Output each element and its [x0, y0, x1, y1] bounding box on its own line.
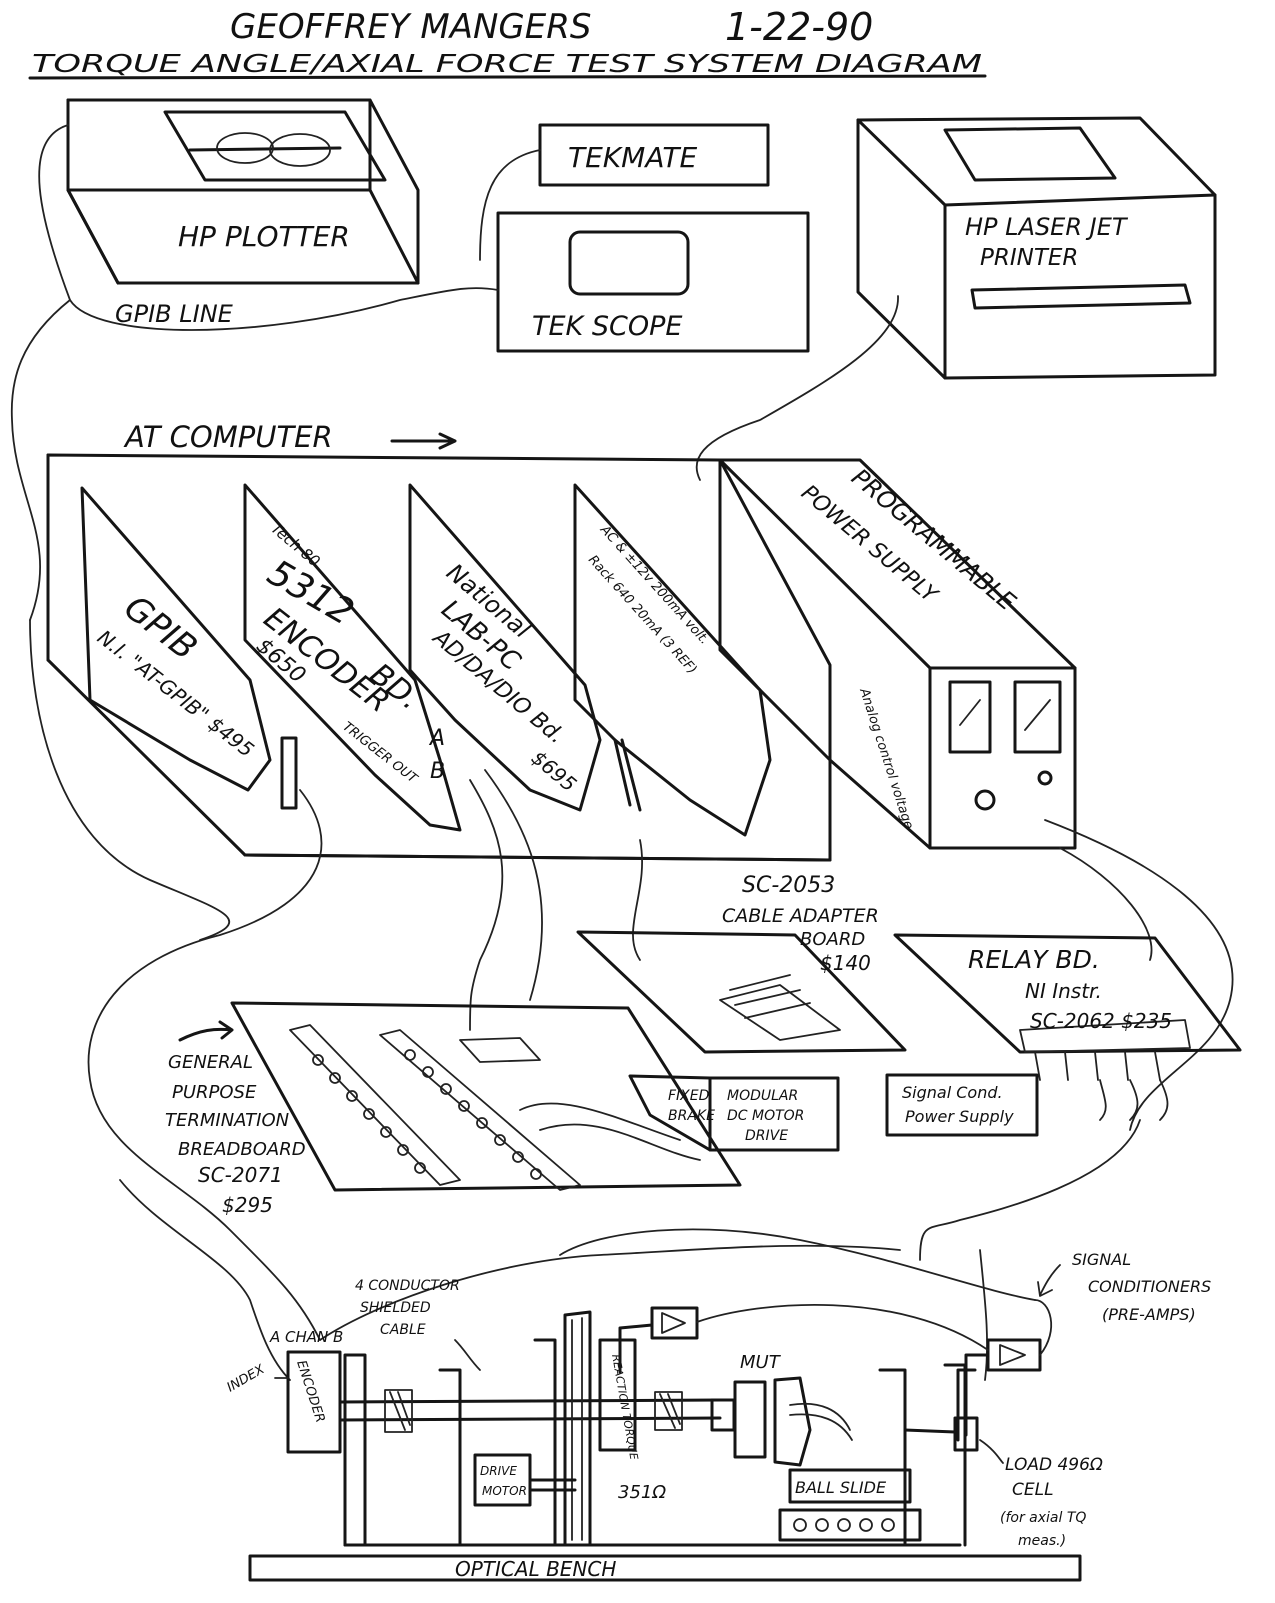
load-cell-line1: LOAD 496Ω	[1005, 1455, 1103, 1475]
breadboard-line4: BREADBOARD	[178, 1139, 306, 1160]
cable-note-line2: SHIELDED	[360, 1300, 431, 1316]
encoder-card-trigger: TRIGGER OUT	[340, 719, 421, 787]
fixed-brake-line2: BRAKE	[668, 1108, 715, 1124]
mut-label: MUT	[740, 1352, 782, 1373]
at-computer-label: AT COMPUTER	[123, 420, 333, 454]
adapter-model: SC-2053	[742, 873, 835, 898]
diagram-date: 1-22-90	[725, 5, 873, 49]
relay-line1: RELAY BD.	[968, 945, 1100, 974]
relay-line2: NI Instr.	[1025, 979, 1102, 1003]
cable-note-line1: 4 CONDUCTOR	[355, 1278, 460, 1294]
termination-breadboard: GENERAL PURPOSE TERMINATION BREADBOARD S…	[165, 1001, 742, 1217]
at-computer: AT COMPUTER GPIB N.I. "AT-GPIB" $495 Tec…	[46, 420, 1077, 862]
lab-card-price: $695	[527, 745, 581, 796]
header: GEOFFREY MANGERS 1-22-90 TORQUE ANGLE/AX…	[28, 5, 987, 80]
ball-slide	[788, 1468, 912, 1504]
cable-adapter-board: SC-2053 CABLE ADAPTER BOARD $140	[576, 873, 907, 1054]
drive-motor-line2: MOTOR	[482, 1484, 527, 1498]
tekmate-label: TEKMATE	[568, 141, 698, 174]
adapter-line1: CABLE ADAPTER	[722, 905, 879, 927]
breadboard-holes	[312, 1049, 542, 1180]
breadboard-line5: SC-2071	[198, 1163, 283, 1187]
gpib-line-label: GPIB LINE	[115, 300, 234, 328]
laserjet-label-2: PRINTER	[980, 245, 1078, 271]
relay-line3: SC-2062 $235	[1030, 1009, 1172, 1033]
tek-scope: TEK SCOPE	[496, 211, 810, 353]
laserjet-label-1: HP LASER JET	[965, 213, 1129, 241]
signal-power-line1: Signal Cond.	[902, 1083, 1003, 1102]
title-underline	[28, 74, 987, 80]
preamp-2	[986, 1338, 1042, 1372]
scope-label: TEK SCOPE	[532, 311, 682, 342]
relay-board: RELAY BD. NI Instr. SC-2062 $235	[893, 933, 1242, 1121]
signal-power-line2: Power Supply	[905, 1107, 1014, 1126]
diagram-title: TORQUE ANGLE/AXIAL FORCE TEST SYSTEM DIA…	[32, 49, 982, 78]
encoder-card-ch-a: A	[428, 726, 445, 751]
resistance-label: 351Ω	[618, 1482, 666, 1503]
motor-drive: FIXED BRAKE MODULAR DC MOTOR DRIVE	[628, 1074, 840, 1152]
author-name: GEOFFREY MANGERS	[230, 7, 591, 47]
gpib-cables: GPIB LINE	[10, 124, 899, 621]
ball-slide-label: BALL SLIDE	[795, 1478, 887, 1497]
tekmate: TEKMATE	[538, 123, 770, 187]
breadboard-line1: GENERAL	[168, 1052, 253, 1073]
motor-drive-line2: DC MOTOR	[727, 1108, 804, 1124]
motor-drive-line1: MODULAR	[727, 1088, 798, 1104]
conditioners-line3: (PRE-AMPS)	[1102, 1305, 1196, 1324]
adapter-price: $140	[820, 951, 871, 975]
index-label: INDEX	[225, 1362, 269, 1396]
load-note-line1: (for axial TQ	[1000, 1510, 1086, 1526]
breadboard-line2: PURPOSE	[172, 1082, 257, 1103]
at-computer-arrow	[390, 432, 457, 450]
encoder-card-ch-b: B	[430, 759, 445, 784]
conditioners-line1: SIGNAL	[1072, 1250, 1131, 1269]
motor-drive-line3: DRIVE	[745, 1128, 788, 1144]
preamp-1	[650, 1306, 699, 1340]
optical-bench	[248, 1554, 1082, 1582]
encoder-label: ENCODER	[293, 1359, 327, 1425]
adapter-line2: BOARD	[800, 929, 865, 950]
reaction-torque-sensor	[598, 1338, 637, 1452]
optical-bench-label: OPTICAL BENCH	[455, 1557, 616, 1581]
hp-plotter: HP PLOTTER	[66, 98, 420, 285]
breadboard-pointer	[178, 1020, 234, 1042]
breadboard-line6: $295	[222, 1193, 273, 1217]
load-cell-line2: CELL	[1012, 1480, 1054, 1500]
drive-shaft	[338, 1398, 722, 1422]
mut-block	[733, 1380, 767, 1459]
interconnect-cables	[29, 619, 1234, 1381]
plotter-label: HP PLOTTER	[178, 220, 350, 253]
drive-motor-line1: DRIVE	[480, 1464, 517, 1478]
hp-laserjet-printer: HP LASER JET PRINTER	[856, 116, 1217, 380]
fixed-brake-line1: FIXED	[668, 1088, 710, 1104]
load-note-line2: meas.)	[1018, 1533, 1066, 1549]
conditioners-line2: CONDITIONERS	[1088, 1277, 1211, 1296]
test-bench: OPTICAL BENCH ENCODER A CHAN B INDEX REA…	[225, 1250, 1211, 1582]
ch-ab-label: A CHAN B	[269, 1328, 343, 1346]
breadboard-line3: TERMINATION	[165, 1110, 289, 1131]
cable-note-line3: CABLE	[380, 1322, 426, 1338]
signal-cond-power-supply: Signal Cond. Power Supply	[885, 1073, 1039, 1137]
